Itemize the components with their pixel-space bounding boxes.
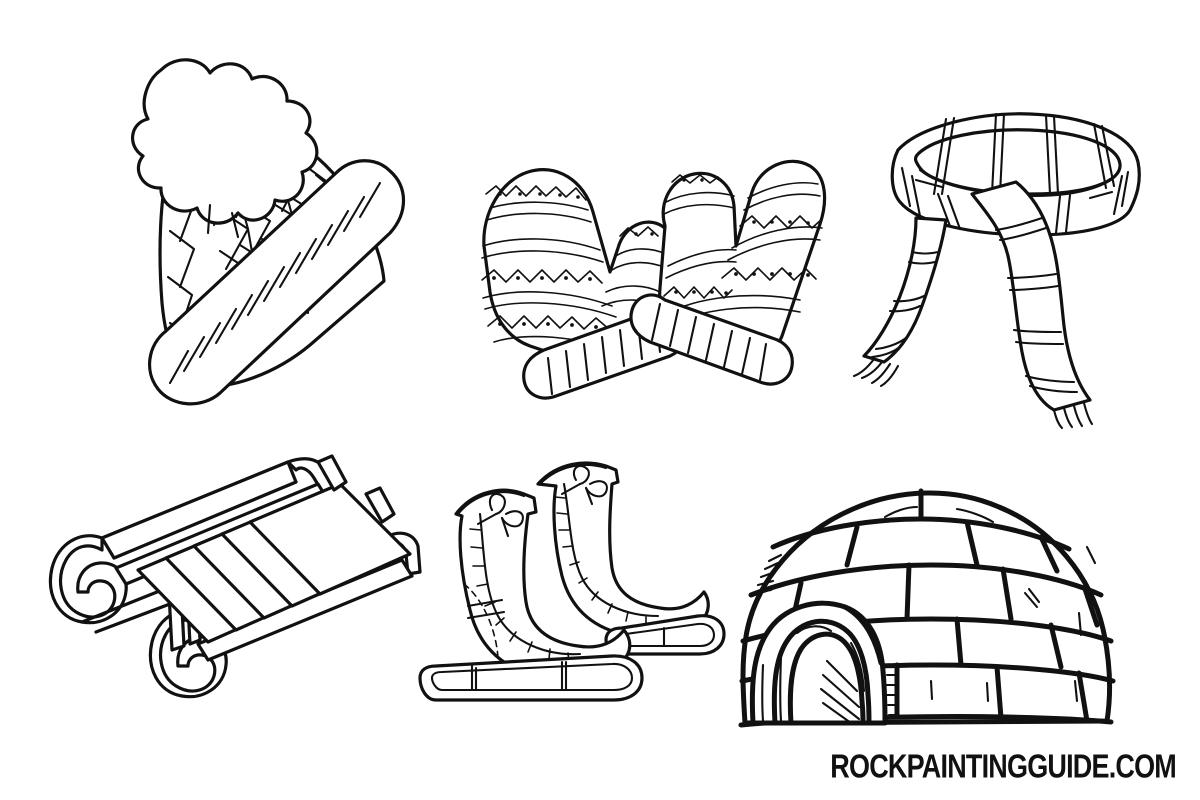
sled-handle-front — [364, 486, 396, 524]
mitten-right — [629, 159, 827, 386]
scarf-end-front-stripes — [994, 216, 1079, 394]
illustration-igloo: Igloo — [735, 485, 1135, 735]
scarf-end-front — [970, 180, 1092, 412]
scarf-end-back — [862, 216, 948, 364]
scarf-fringe-front — [1052, 401, 1094, 430]
sled-runner-back — [49, 534, 128, 625]
illustration-ice-skates: Pair of Ice Skates — [410, 450, 730, 740]
hat-brim — [148, 159, 405, 406]
skate-back-tongue — [562, 482, 660, 618]
skate-back — [536, 461, 726, 656]
sled-handle-back — [316, 454, 348, 492]
pom-pom-strands — [206, 203, 240, 239]
igloo-entrance-hatch — [819, 659, 861, 725]
igloo-dome-hatch — [753, 553, 783, 595]
scarf-fringe-back — [852, 357, 900, 388]
skate-front-blade-posts — [470, 660, 568, 692]
mitten-left-pattern — [481, 185, 667, 353]
ice-skates-drawing: Pair of Ice Skates — [418, 461, 726, 702]
sled-runner-back-body — [100, 460, 298, 560]
scarf-drawing: Striped Scarf — [852, 112, 1141, 430]
hat-pom-pom — [131, 58, 319, 225]
skate-front — [418, 488, 644, 702]
illustration-winter-hat: Winter Hat with Pom-Pom — [60, 45, 420, 406]
illustration-scarf: Striped Scarf — [850, 90, 1160, 430]
mitten-left — [481, 168, 690, 400]
sled-drawing: Wooden Sled — [49, 454, 422, 699]
skate-back-boot — [536, 461, 710, 638]
illustration-mittens: Pair of Mittens — [460, 150, 830, 410]
mitten-right-pattern — [663, 174, 823, 327]
mitten-right-cuff — [629, 293, 794, 386]
mitten-right-cuff-ribs — [650, 302, 768, 382]
hat-brim-ribs — [168, 181, 382, 385]
scarf-loop-stripes — [900, 112, 1130, 235]
igloo-tunnel-seam — [842, 604, 884, 666]
skate-back-bow — [560, 464, 608, 506]
skate-front-collar — [456, 491, 526, 516]
mittens-drawing: Pair of Mittens — [481, 159, 827, 400]
watermark-text: ROCKPAINTINGGUIDE.COM — [830, 748, 1177, 785]
sled-runner-front — [149, 608, 228, 699]
skate-front-blade-inner — [430, 662, 634, 692]
igloo-small-block-ribs — [885, 673, 900, 717]
skate-front-blade — [418, 654, 644, 702]
skate-front-bow — [476, 492, 524, 538]
illustration-sled: Wooden Sled — [49, 450, 422, 750]
skate-front-boot — [454, 488, 632, 682]
mitten-left-body — [482, 168, 677, 370]
scarf-loop-shading — [914, 178, 1114, 200]
igloo-entrance-mid — [771, 618, 872, 726]
skate-front-lace-ticks — [469, 528, 570, 664]
winter-hat-drawing: Winter Hat with Pom-Pom — [131, 58, 405, 406]
skate-back-collar — [538, 463, 608, 486]
igloo-entrance-highlights — [761, 625, 866, 723]
skate-front-welt — [466, 598, 506, 620]
mitten-right-dots — [674, 178, 810, 295]
sled-slat-5 — [248, 482, 412, 596]
igloo-drawing: Igloo — [738, 488, 1116, 728]
scarf-end-back-stripes — [870, 250, 940, 359]
mitten-left-dots — [492, 192, 654, 329]
